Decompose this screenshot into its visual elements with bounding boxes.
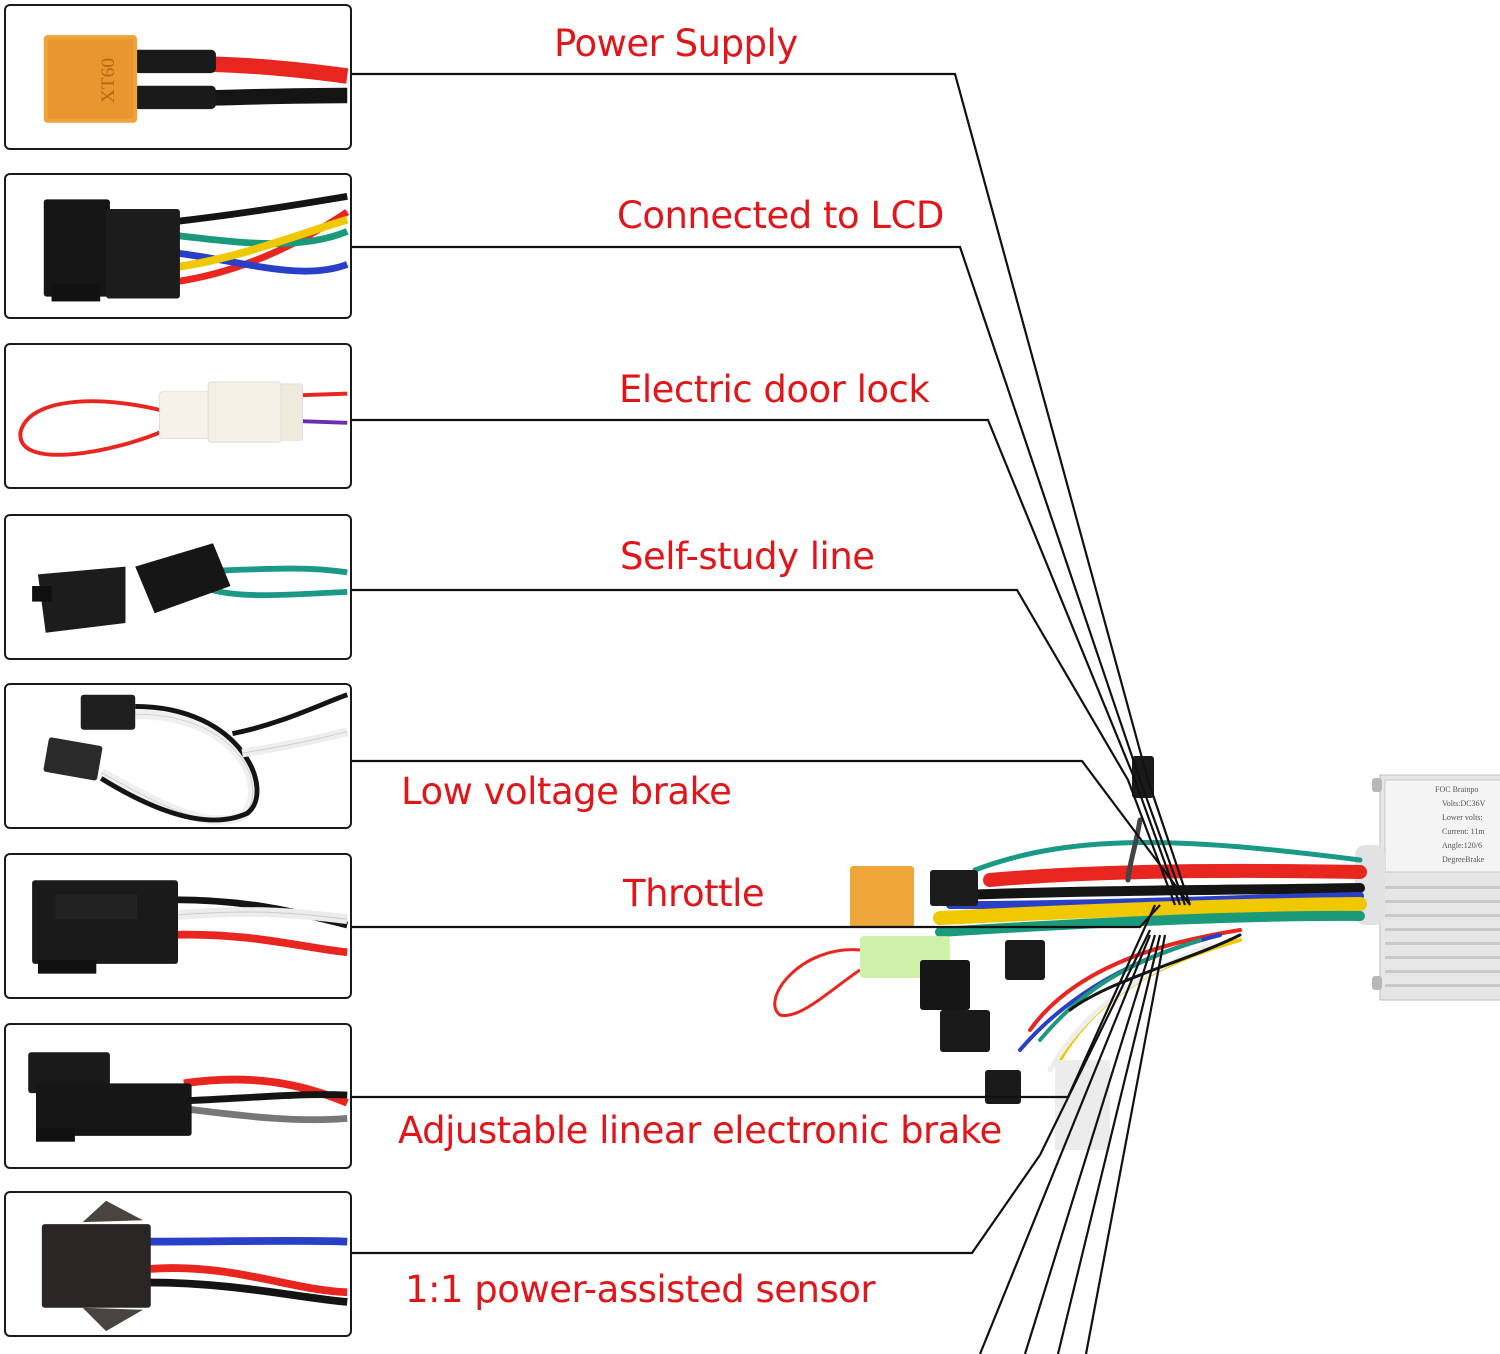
low-voltage-brake-connector-image — [43, 692, 349, 825]
label-power-supply: Power Supply — [554, 22, 798, 65]
controller-box: FOC Brainpo Volts:DC36V Lower volts: Cur… — [1355, 774, 1500, 1001]
label-self-study: Self-study line — [620, 535, 875, 578]
label-linear-brake: Adjustable linear electronic brake — [398, 1109, 1002, 1152]
xt60-plug — [850, 866, 914, 928]
connector-panel-throttle — [4, 853, 352, 999]
label-door-lock: Electric door lock — [619, 368, 930, 411]
connector-panel-low-voltage-brake — [4, 683, 352, 829]
door-lock-connector-image — [18, 381, 348, 457]
label-low-voltage-brake: Low voltage brake — [401, 770, 732, 813]
controller-label-line-4: Current: 11m — [1442, 827, 1485, 836]
controller-label-line-3: Lower volts: — [1442, 813, 1483, 822]
connector-panel-door-lock — [4, 343, 352, 489]
connector-panel-power-supply: XT60 — [4, 4, 352, 150]
small-connector — [1132, 756, 1154, 798]
lcd-connector-image — [43, 193, 350, 302]
wire-bundle — [933, 817, 1367, 1073]
controller-label-line-6: DegreeBrake — [1442, 855, 1485, 864]
door-lock-loop — [773, 948, 861, 1017]
self-study-connector-image — [32, 543, 348, 633]
controller-label-line-5: Angle:120/6 — [1442, 841, 1482, 850]
controller-label-line-1: FOC Brainpo — [1435, 785, 1478, 794]
connector-panel-linear-brake — [4, 1023, 352, 1169]
xt60-marking: XT60 — [98, 58, 119, 103]
label-pas-sensor: 1:1 power-assisted sensor — [405, 1268, 876, 1311]
throttle-connector-image — [32, 880, 349, 974]
pas-sensor-connector-image — [41, 1200, 348, 1332]
connector-panel-self-study — [4, 514, 352, 660]
label-throttle: Throttle — [623, 872, 765, 915]
connector-panel-pas-sensor — [4, 1191, 352, 1337]
connector-panel-lcd — [4, 173, 352, 319]
xt60-connector-image: XT60 — [43, 35, 349, 123]
label-lcd: Connected to LCD — [617, 194, 944, 237]
controller-label-line-2: Volts:DC36V — [1442, 799, 1486, 808]
linear-brake-connector-image — [28, 1052, 349, 1142]
